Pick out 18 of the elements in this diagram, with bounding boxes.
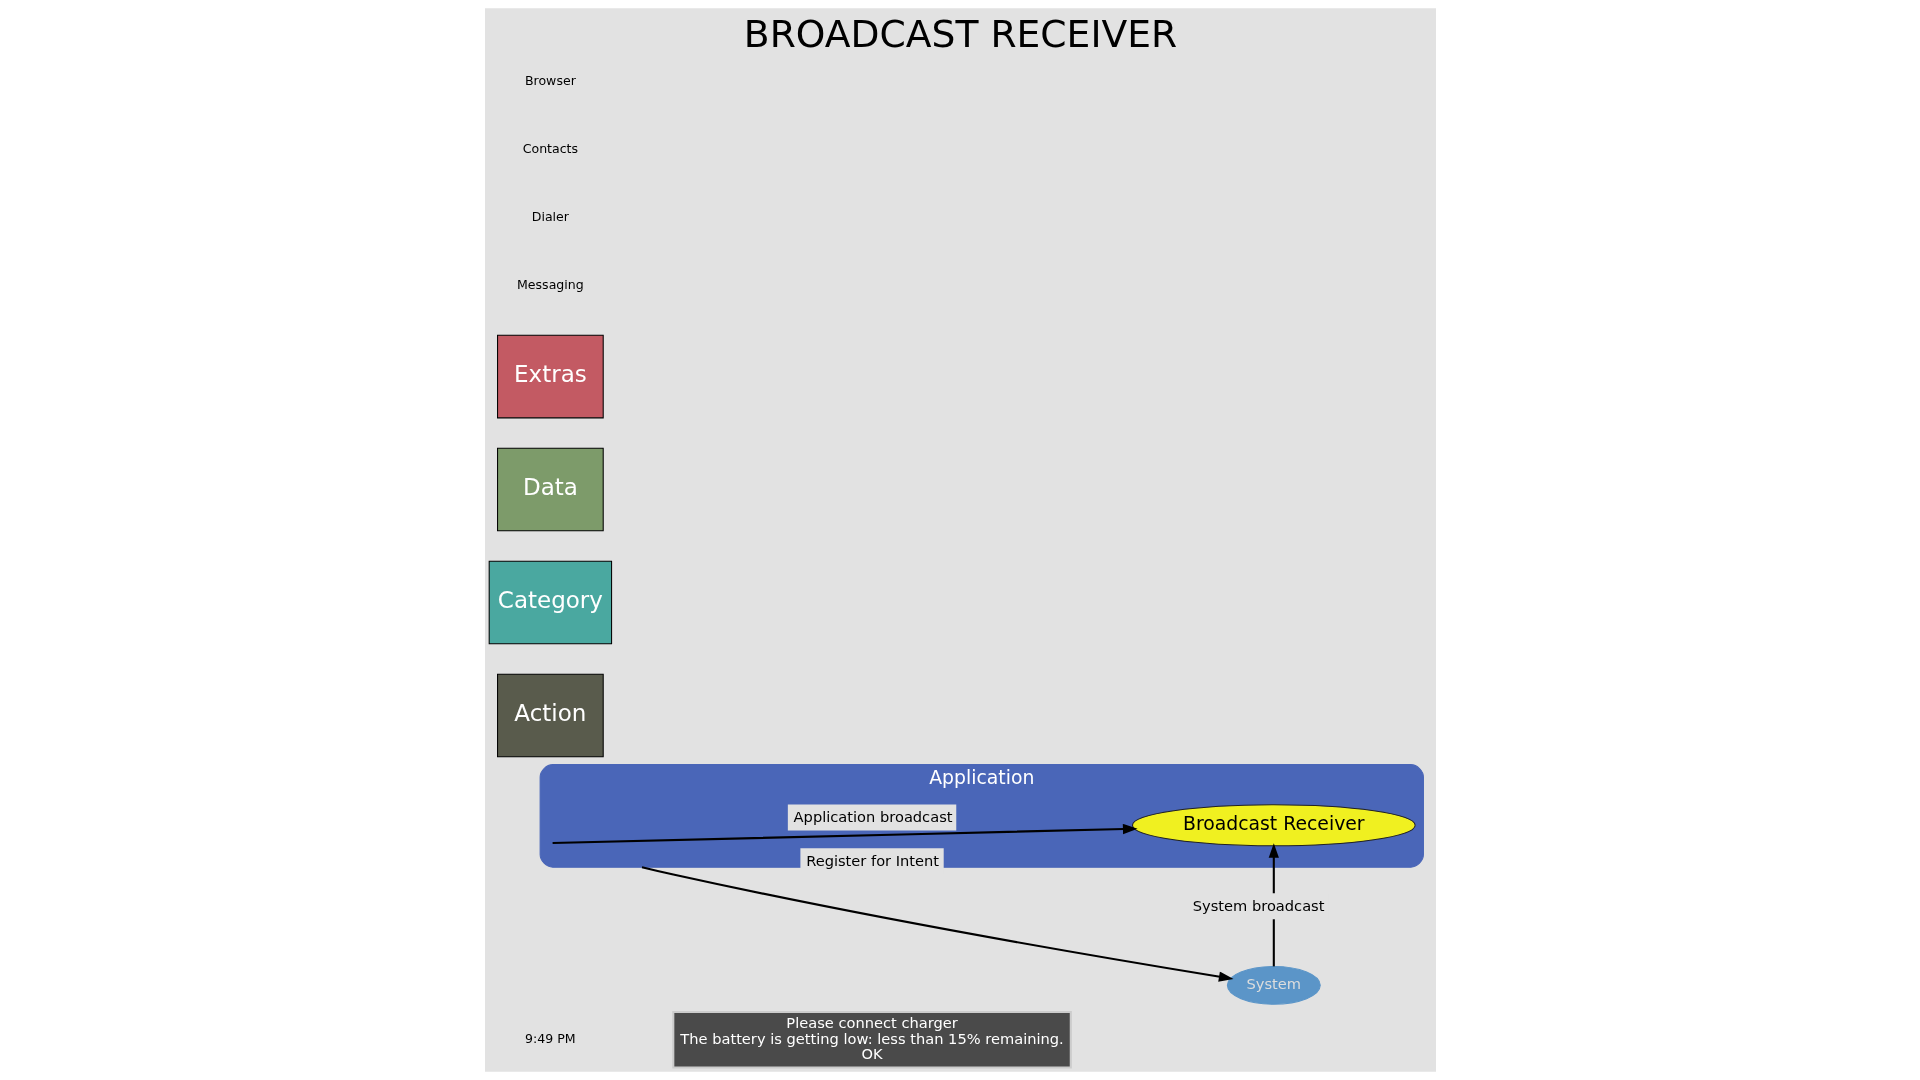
label: Browser bbox=[524, 72, 576, 88]
node-box: Data bbox=[496, 447, 604, 532]
edge-label: Register for Intent bbox=[805, 851, 939, 869]
node-box: Action bbox=[496, 673, 604, 758]
node-box: Category bbox=[488, 560, 612, 645]
label: 9:49 PM bbox=[524, 1031, 576, 1047]
arrow bbox=[641, 866, 1234, 982]
node-ellipse: System bbox=[1226, 966, 1321, 1005]
label: Dialer bbox=[531, 208, 569, 224]
node-ellipse: Broadcast Receiver bbox=[1131, 804, 1416, 847]
edge-label: System broadcast bbox=[1192, 896, 1324, 914]
diagram-title: BROADCAST RECEIVER bbox=[743, 11, 1177, 56]
node-box: Extras bbox=[496, 334, 604, 419]
label: Contacts bbox=[522, 140, 578, 156]
edge-label: Application broadcast bbox=[793, 807, 952, 825]
node-box: Please connect charger The battery is getting low: less than 15% remaining. OK bbox=[671, 1011, 1072, 1069]
label: Messaging bbox=[516, 276, 584, 292]
arrow bbox=[552, 823, 1138, 845]
